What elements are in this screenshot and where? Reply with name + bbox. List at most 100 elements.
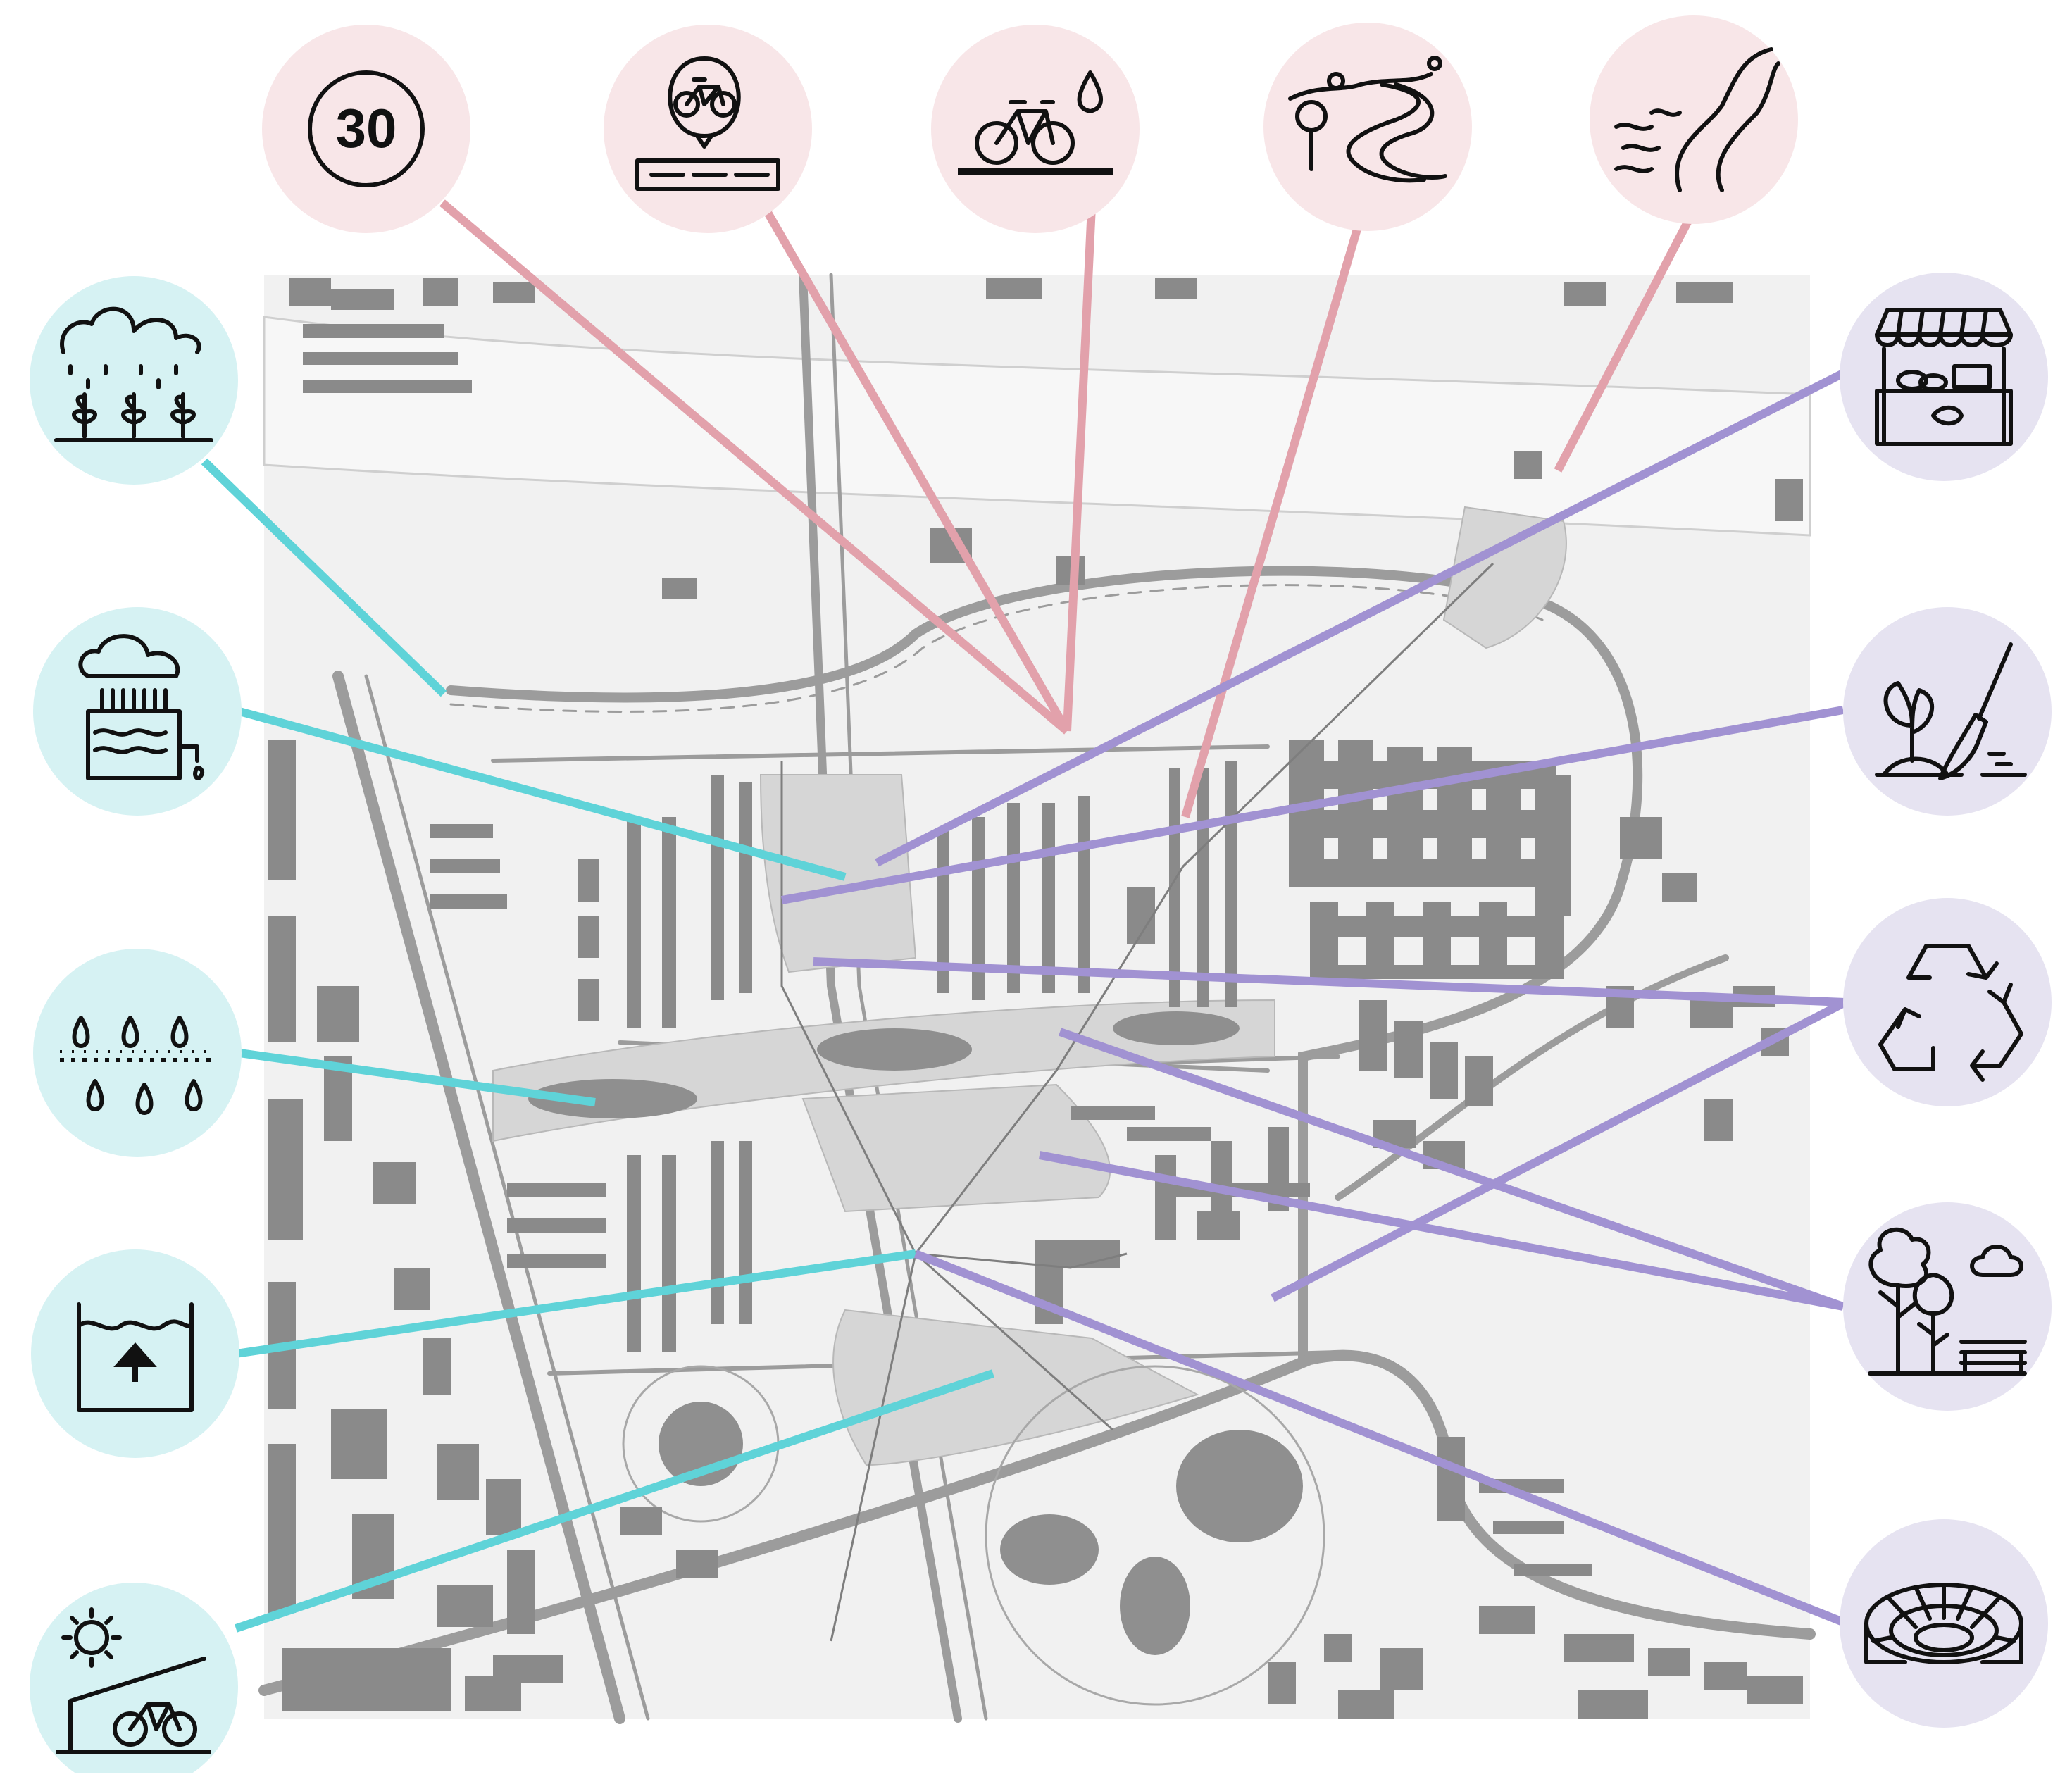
connector-line-pink	[1181, 220, 1363, 818]
river-band	[263, 316, 1811, 537]
connector-line-lav	[913, 1249, 1845, 1626]
right-badge-3	[1843, 898, 2052, 1106]
building-block	[739, 1141, 752, 1324]
right-badge-5	[1840, 1519, 2048, 1728]
connector-line-lav	[780, 706, 1845, 904]
connector-line-lav	[1038, 1151, 1845, 1311]
south-avenue	[258, 1349, 1816, 1696]
bike-rain-icon	[958, 70, 1113, 175]
building-block	[1310, 965, 1564, 979]
building-block	[986, 278, 1042, 299]
building-block	[1324, 1634, 1352, 1662]
building-block	[1514, 451, 1542, 479]
top-badge-1: 30	[262, 25, 470, 233]
speed-limit-label: 30	[336, 97, 397, 159]
building-block	[430, 824, 493, 838]
badge-circle	[1590, 15, 1798, 224]
building-block	[1775, 479, 1803, 521]
connector-line-lav	[1271, 998, 1847, 1302]
building-block	[486, 1479, 521, 1535]
building-block	[1078, 796, 1090, 993]
community-gardening-icon	[1875, 642, 2027, 780]
badge-circle	[262, 25, 470, 233]
recycling-icon	[1878, 944, 2023, 1082]
building-block	[1268, 1662, 1296, 1704]
right-badge-1	[1840, 273, 2048, 481]
river-icon	[1614, 47, 1780, 192]
ring-road-dash	[449, 584, 1544, 713]
permeable-ground-icon	[60, 1016, 215, 1115]
park-trees-bench-icon	[1868, 1227, 2027, 1376]
building-block	[331, 1409, 387, 1479]
footpath-2	[914, 562, 1494, 1254]
building-block	[1071, 1106, 1155, 1120]
top-badge-5	[1590, 15, 1798, 224]
building-block	[289, 278, 331, 306]
building-block	[268, 1444, 296, 1613]
left-badge-2	[33, 607, 242, 816]
south-park	[832, 1309, 1199, 1466]
badge-circle	[30, 276, 238, 485]
badge-circle	[33, 949, 242, 1157]
building-block	[493, 282, 535, 303]
building-block	[507, 1254, 606, 1268]
building-block	[1662, 873, 1697, 902]
building-block	[1310, 916, 1564, 937]
footpath-3	[830, 1253, 917, 1642]
building-block	[627, 1155, 641, 1352]
badge-circle	[1263, 23, 1472, 231]
building-block	[1380, 1648, 1423, 1690]
building-block	[578, 916, 599, 958]
pond-2	[817, 1028, 972, 1071]
top-badge-3	[931, 25, 1140, 233]
building-block	[1564, 282, 1606, 306]
building-block	[1535, 775, 1571, 916]
building-block	[1042, 803, 1055, 993]
connector-line-pink	[1063, 206, 1096, 732]
building-block	[1225, 761, 1237, 1007]
map	[258, 270, 1816, 1724]
building-block	[303, 380, 472, 393]
building-block	[662, 817, 676, 1028]
building-block	[627, 817, 641, 1028]
connector-line-lav	[875, 369, 1845, 867]
building-block	[1578, 1690, 1648, 1719]
connector-line-lav	[813, 957, 1846, 1006]
building-block	[423, 278, 458, 306]
building-block	[317, 986, 359, 1042]
building-block	[711, 1141, 724, 1324]
building-block	[1437, 1437, 1465, 1521]
winding-path-landscape-icon	[1288, 56, 1447, 183]
badge-circle	[1843, 898, 2052, 1106]
pond-3	[1113, 1011, 1240, 1045]
building-block	[1338, 1690, 1394, 1719]
building-block	[662, 1155, 676, 1352]
central-park-south	[801, 1083, 1111, 1213]
building-block	[282, 1648, 451, 1711]
building-block	[1127, 1127, 1211, 1141]
rail-corridor-2	[829, 273, 988, 1721]
connector-line-cyan	[235, 1369, 994, 1633]
connector-line-pink	[1554, 215, 1695, 473]
building-block	[1704, 1099, 1733, 1141]
building-block	[1676, 282, 1733, 303]
building-block	[507, 1550, 535, 1634]
building-block	[331, 289, 394, 310]
stadium-pond-2	[1000, 1514, 1099, 1585]
building-block	[1704, 1662, 1747, 1690]
building-block	[303, 352, 458, 365]
building-block	[437, 1585, 493, 1627]
building-block	[972, 817, 985, 1000]
building-block	[394, 1268, 430, 1310]
building-block	[430, 859, 500, 873]
connector-line-cyan	[235, 1249, 916, 1358]
grid-street-2	[491, 744, 1270, 763]
building-block	[662, 578, 697, 599]
building-block	[1394, 1021, 1423, 1078]
building-block	[1155, 278, 1197, 299]
connector-line-cyan	[238, 707, 847, 881]
rain-garden-icon	[54, 306, 213, 442]
building-block	[507, 1183, 606, 1197]
